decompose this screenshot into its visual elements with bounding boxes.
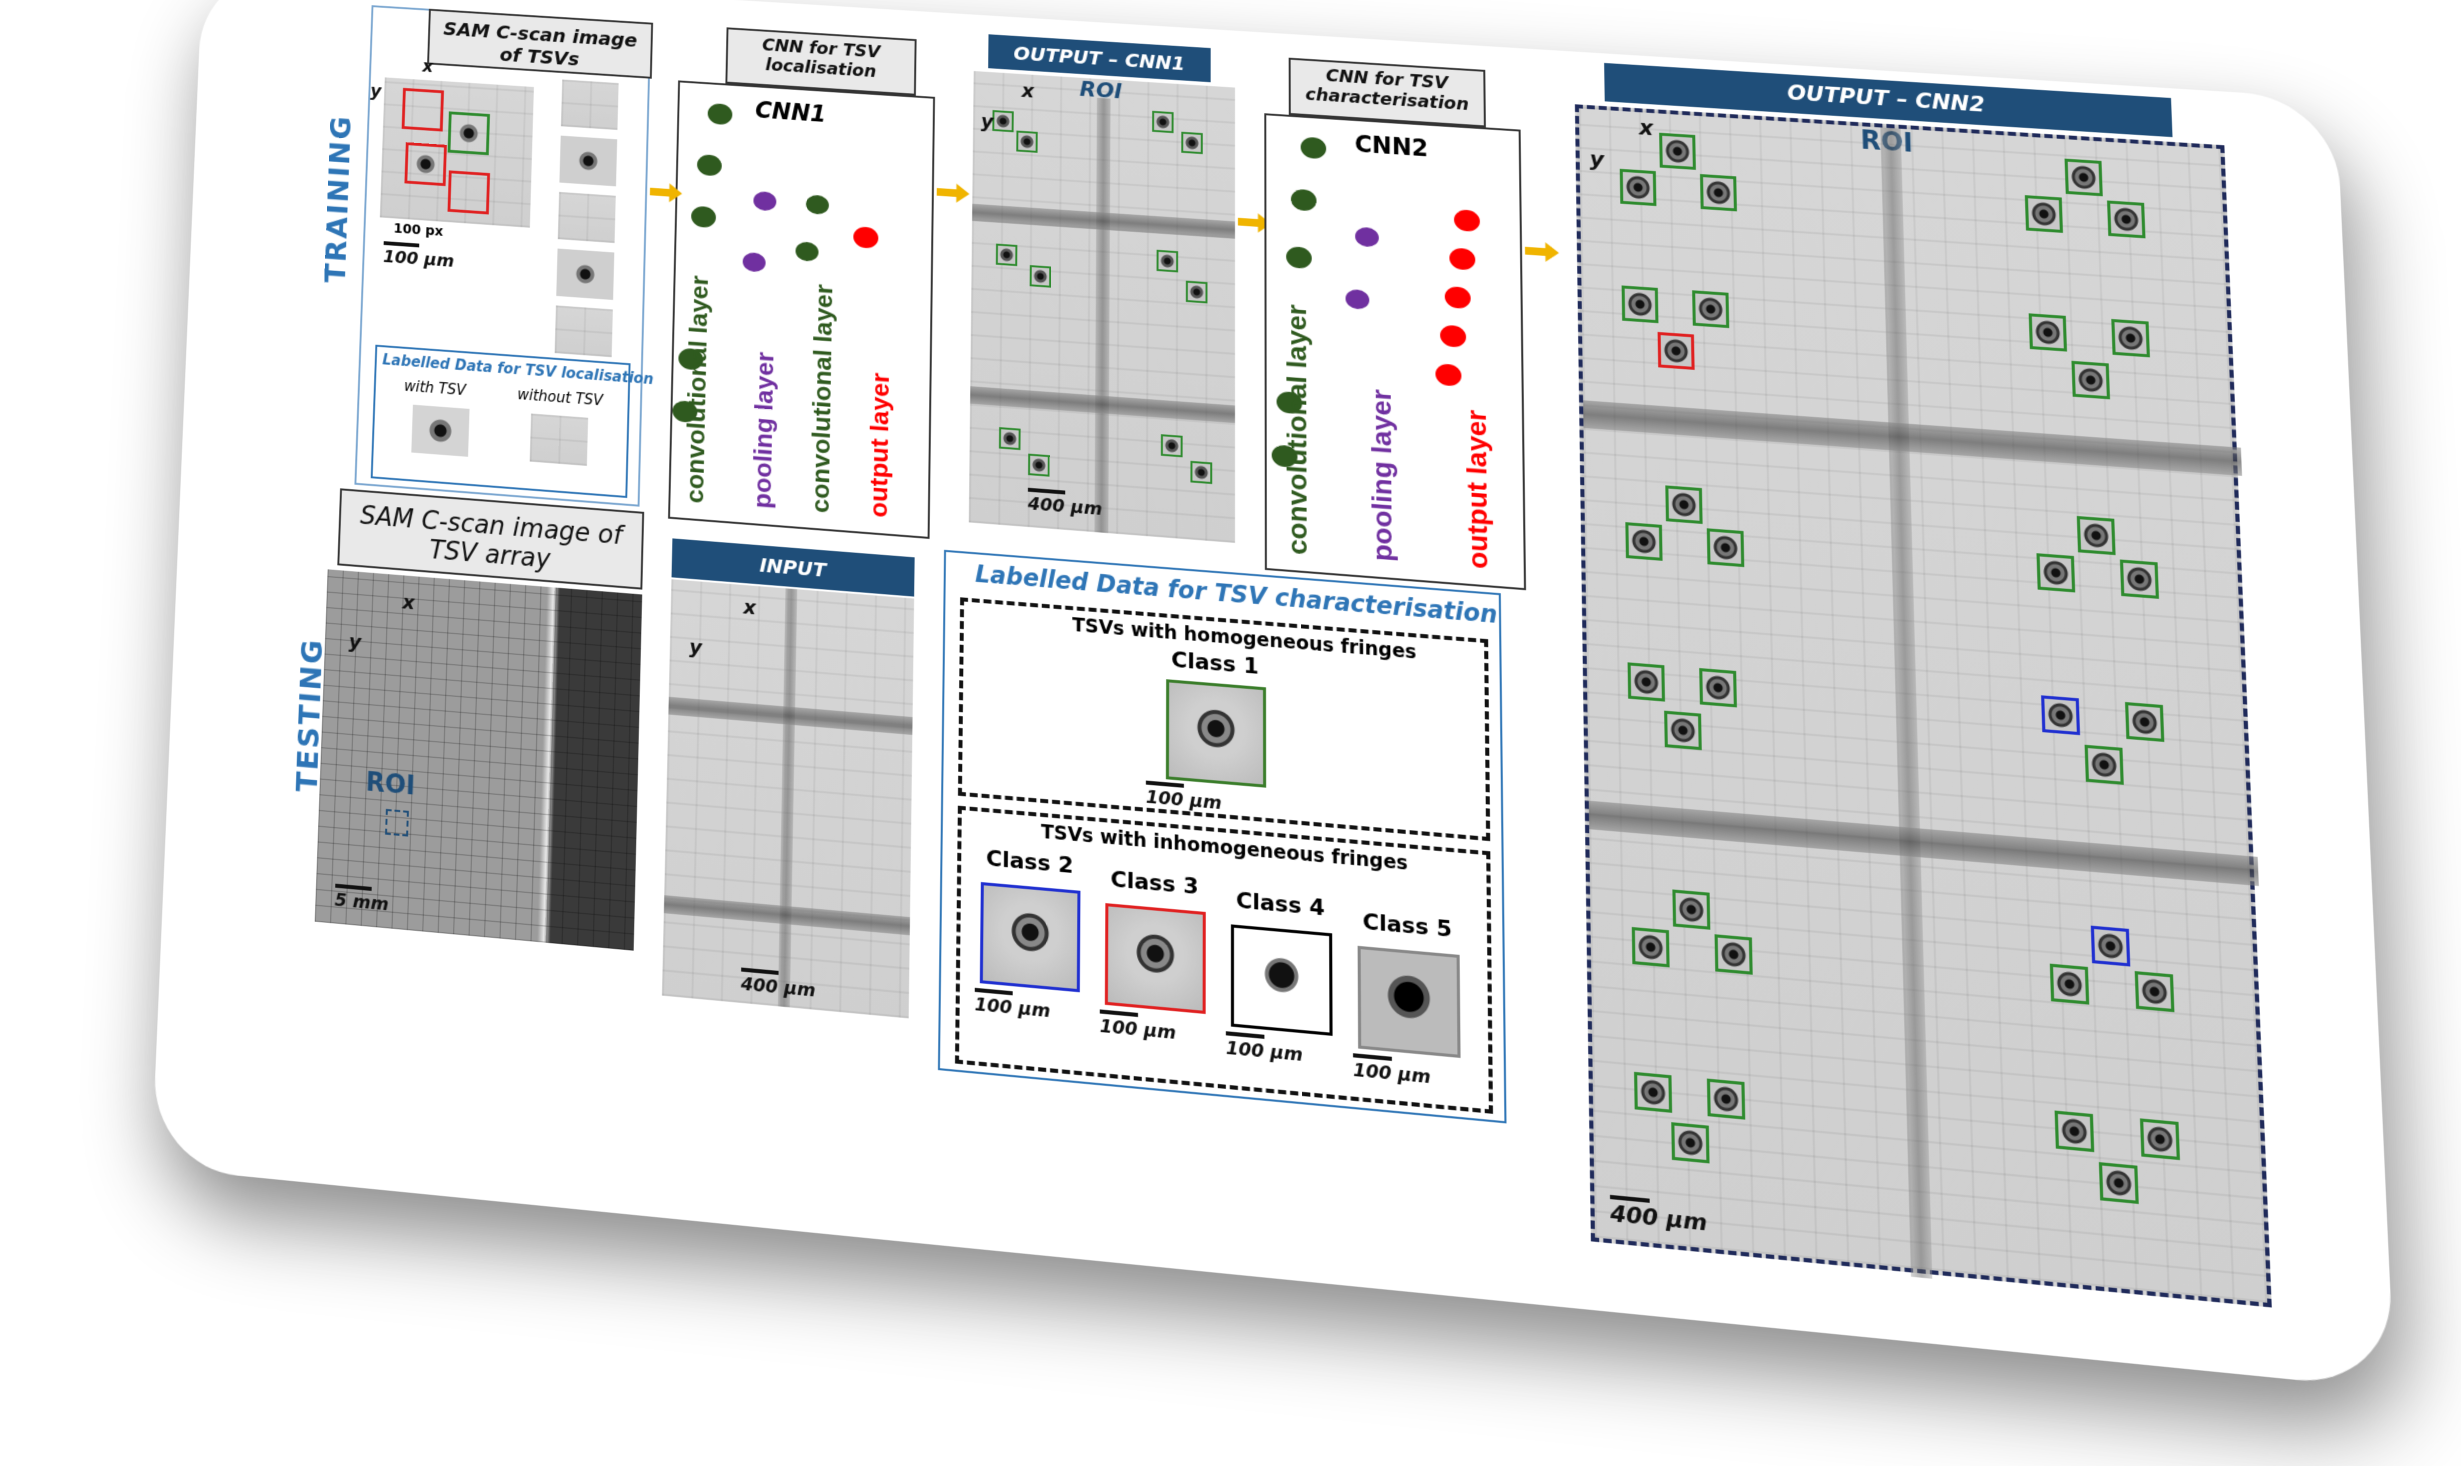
training-scale-um: 100 µm	[383, 241, 455, 272]
cnn2-out-1	[1453, 209, 1480, 233]
cnn1-layer-out: output layer	[863, 371, 895, 519]
testing-x-axis: x	[402, 589, 416, 615]
cnn1-conv-1	[805, 194, 830, 215]
output-cnn1-y-axis: y	[980, 109, 994, 133]
input-y-axis: y	[689, 634, 703, 660]
output-cnn2-image: ROI x y 400 µm	[1574, 104, 2272, 1308]
cnn1-node-2	[696, 154, 722, 177]
class4-scale: 100 µm	[1226, 1031, 1303, 1066]
testing-y-axis: y	[348, 629, 362, 654]
testing-roi-box	[385, 808, 409, 837]
class4-label: Class 4	[1236, 888, 1325, 922]
class1-box	[1165, 679, 1267, 788]
cnn1-pool-1	[753, 190, 777, 212]
cnn2-out-2	[1449, 247, 1476, 271]
cnn2-node-1	[1300, 136, 1327, 160]
output-cnn2-scale: 400 µm	[1610, 1195, 1707, 1237]
training-sam-image	[379, 77, 534, 228]
labelled-char-panel: Labelled Data for TSV characterisation T…	[937, 549, 1507, 1124]
cnn2-title: CNN2	[1354, 130, 1429, 163]
cnn2-node-3	[1286, 246, 1312, 270]
cnn1-layer-conv2: convolutional layer	[805, 283, 839, 514]
cnn2-panel: CNN2 convolutional layer pooling layer o…	[1264, 113, 1527, 591]
testing-roi-label: ROI	[365, 767, 416, 802]
cnn2-out-3	[1444, 285, 1471, 310]
without-tsv-label: without TSV	[517, 385, 604, 410]
cnn2-layer-conv: convolutional layer	[1281, 303, 1313, 556]
class2-scale: 100 µm	[975, 988, 1051, 1022]
arrow-cnn2-output	[1525, 241, 1559, 263]
without-tsv-patch	[529, 413, 589, 466]
arrow-cnn1-output	[937, 182, 970, 203]
class5-scale: 100 µm	[1353, 1053, 1431, 1088]
training-sam-header: SAM C-scan image of TSVs	[427, 8, 654, 79]
input-scale: 400 µm	[741, 968, 816, 1002]
inhomog-box: TSVs with inhomogeneous fringes Class 2 …	[954, 805, 1493, 1114]
testing-wafer-image: ROI x y 5 mm	[314, 569, 643, 951]
output-cnn2-y-axis: y	[1589, 147, 1605, 173]
testing-scale: 5 mm	[334, 884, 389, 916]
cnn2-layer-out: output layer	[1460, 408, 1494, 570]
class1-label: Class 1	[1171, 647, 1259, 680]
figure-card: SAM C-scan image of TSVs x y 100 px 100 …	[151, 0, 2395, 1390]
cnn1-layer-pool: pooling layer	[747, 351, 780, 510]
training-scale-px: 100 px	[393, 221, 444, 240]
training-y-axis: y	[370, 81, 382, 102]
cnn1-node-1	[707, 102, 733, 126]
class2-label: Class 2	[985, 846, 1074, 880]
cnn1-out-1	[853, 226, 879, 249]
cnn1-node-3	[690, 205, 717, 229]
input-x-axis: x	[743, 594, 757, 620]
patch-3	[557, 191, 616, 244]
cnn2-node-2	[1290, 188, 1317, 212]
output-cnn1-image: ROI x y 400 µm	[968, 71, 1235, 543]
cnn2-layer-pool: pooling layer	[1365, 388, 1398, 563]
cnn1-panel: CNN1 convolutional layer pooling layer c…	[668, 80, 936, 539]
cnn1-conv-2	[795, 241, 819, 262]
input-image: x y 400 µm	[661, 579, 915, 1019]
class3-label: Class 3	[1110, 867, 1199, 901]
cnn1-pool-2	[742, 251, 766, 273]
homog-box: TSVs with homogeneous fringes Class 1 10…	[957, 597, 1491, 842]
patch-4	[556, 248, 615, 300]
training-x-axis: x	[422, 56, 434, 77]
cnn2-out-4	[1440, 324, 1467, 348]
training-panel: SAM C-scan image of TSVs x y 100 px 100 …	[354, 5, 654, 507]
with-tsv-label: with TSV	[403, 377, 467, 400]
patch-2	[559, 135, 618, 187]
class2-box	[979, 882, 1081, 993]
class1-scale: 100 µm	[1146, 781, 1222, 815]
class5-box	[1357, 945, 1461, 1058]
cnn2-pool-2	[1345, 288, 1370, 310]
labelled-loc-box: Labelled Data for TSV localisation with …	[370, 344, 654, 498]
cnn1-layer-conv1: convolutional layer	[679, 274, 714, 505]
cnn2-out-5	[1435, 363, 1462, 387]
testing-side-label: TESTING	[290, 636, 330, 794]
patch-1	[560, 79, 619, 130]
class3-box	[1104, 903, 1206, 1014]
with-tsv-patch	[411, 404, 470, 457]
output-cnn1-x-axis: x	[1021, 78, 1035, 103]
cnn2-pool-1	[1355, 226, 1379, 248]
class4-box	[1230, 924, 1333, 1036]
training-side-label: TRAINING	[319, 113, 359, 285]
class5-label: Class 5	[1362, 909, 1453, 943]
cnn1-title: CNN1	[754, 96, 827, 128]
patch-5	[554, 305, 613, 358]
output-cnn2-x-axis: x	[1638, 116, 1654, 142]
class3-scale: 100 µm	[1100, 1009, 1177, 1045]
output-cnn1-scale: 400 µm	[1028, 488, 1103, 520]
